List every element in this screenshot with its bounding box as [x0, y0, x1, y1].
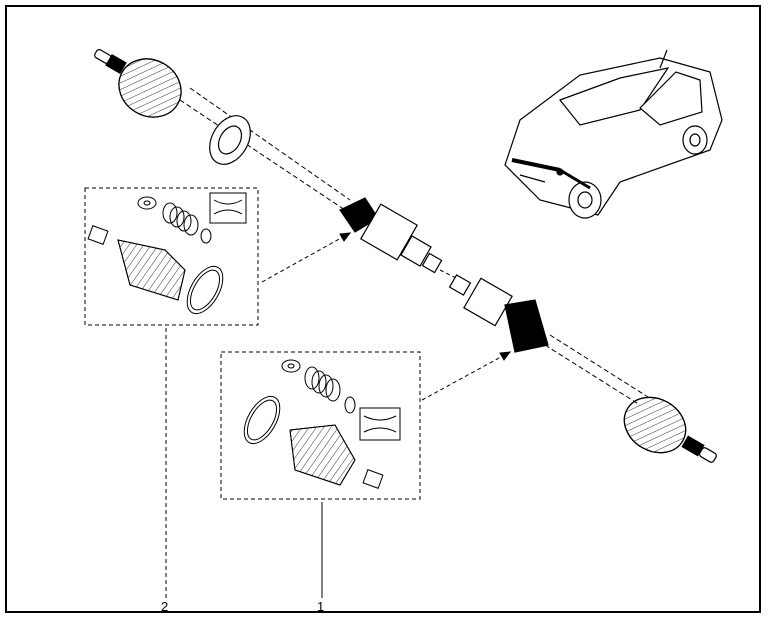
callout-kit-1: 1: [317, 599, 325, 614]
damper-ring: [209, 115, 251, 165]
inner-cv-joint-upper: [339, 197, 443, 274]
repair-kit-1: [220, 351, 421, 500]
leader-lines: [165, 328, 323, 598]
repair-kit-2: [84, 187, 259, 326]
pointer-arrows: [261, 232, 512, 401]
outer-cv-joint-left: [94, 49, 182, 118]
inner-cv-joint-lower: [448, 274, 549, 353]
outer-cv-joint-right: [623, 396, 717, 463]
callout-kit-2: 2: [161, 599, 169, 614]
vehicle-locator-illustration: [504, 49, 723, 219]
diagram-frame: [5, 5, 761, 613]
